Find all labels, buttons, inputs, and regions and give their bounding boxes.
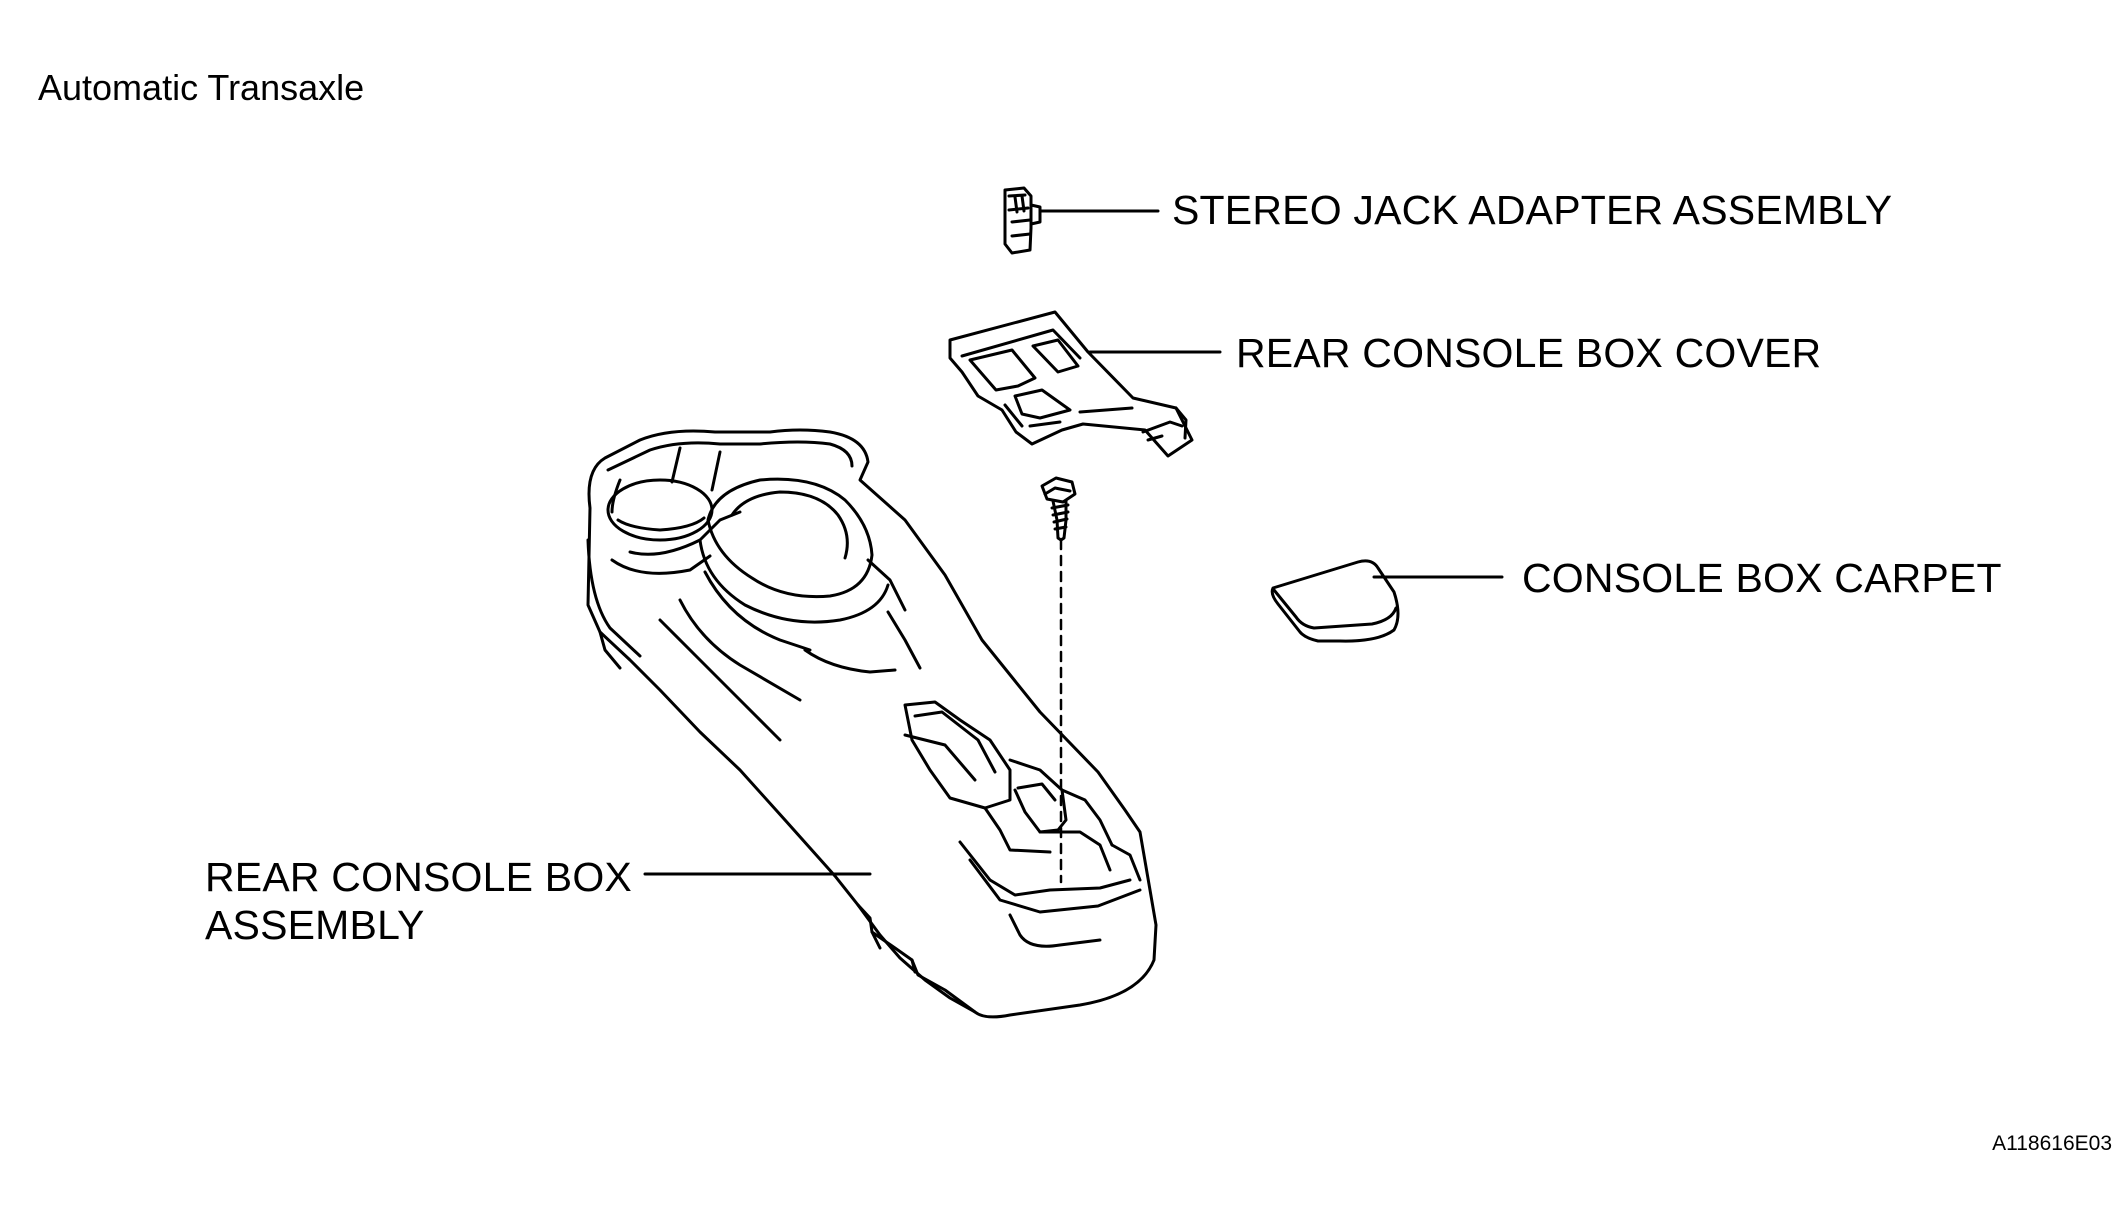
cover-opening-left [970, 350, 1035, 390]
label-console-box-carpet: CONSOLE BOX CARPET [1522, 555, 2002, 601]
diagram-title: Automatic Transaxle [38, 67, 365, 108]
leader-lines [645, 211, 1502, 882]
shifter-opening [905, 702, 1010, 808]
rear-console-box-cover-part [950, 312, 1192, 456]
console-box-carpet-part [1272, 561, 1398, 641]
cover-opening-right [1033, 340, 1078, 372]
label-stereo-jack-adapter: STEREO JACK ADAPTER ASSEMBLY [1172, 187, 1893, 233]
stereo-jack-adapter-part [1005, 188, 1040, 253]
label-rear-console-box-assembly: REAR CONSOLE BOX ASSEMBLY [205, 853, 632, 950]
label-rear-console-box-cover: REAR CONSOLE BOX COVER [1236, 330, 1822, 376]
figure-id: A118616E03 [1992, 1132, 2112, 1155]
label-rear-console-box-line2: ASSEMBLY [205, 902, 425, 949]
screw-part [1042, 478, 1075, 540]
cover-jack-hole [1015, 390, 1070, 418]
armrest-lid [708, 479, 872, 596]
label-rear-console-box-line1: REAR CONSOLE BOX [205, 854, 632, 900]
rear-console-box-assembly-part [588, 430, 1156, 1017]
